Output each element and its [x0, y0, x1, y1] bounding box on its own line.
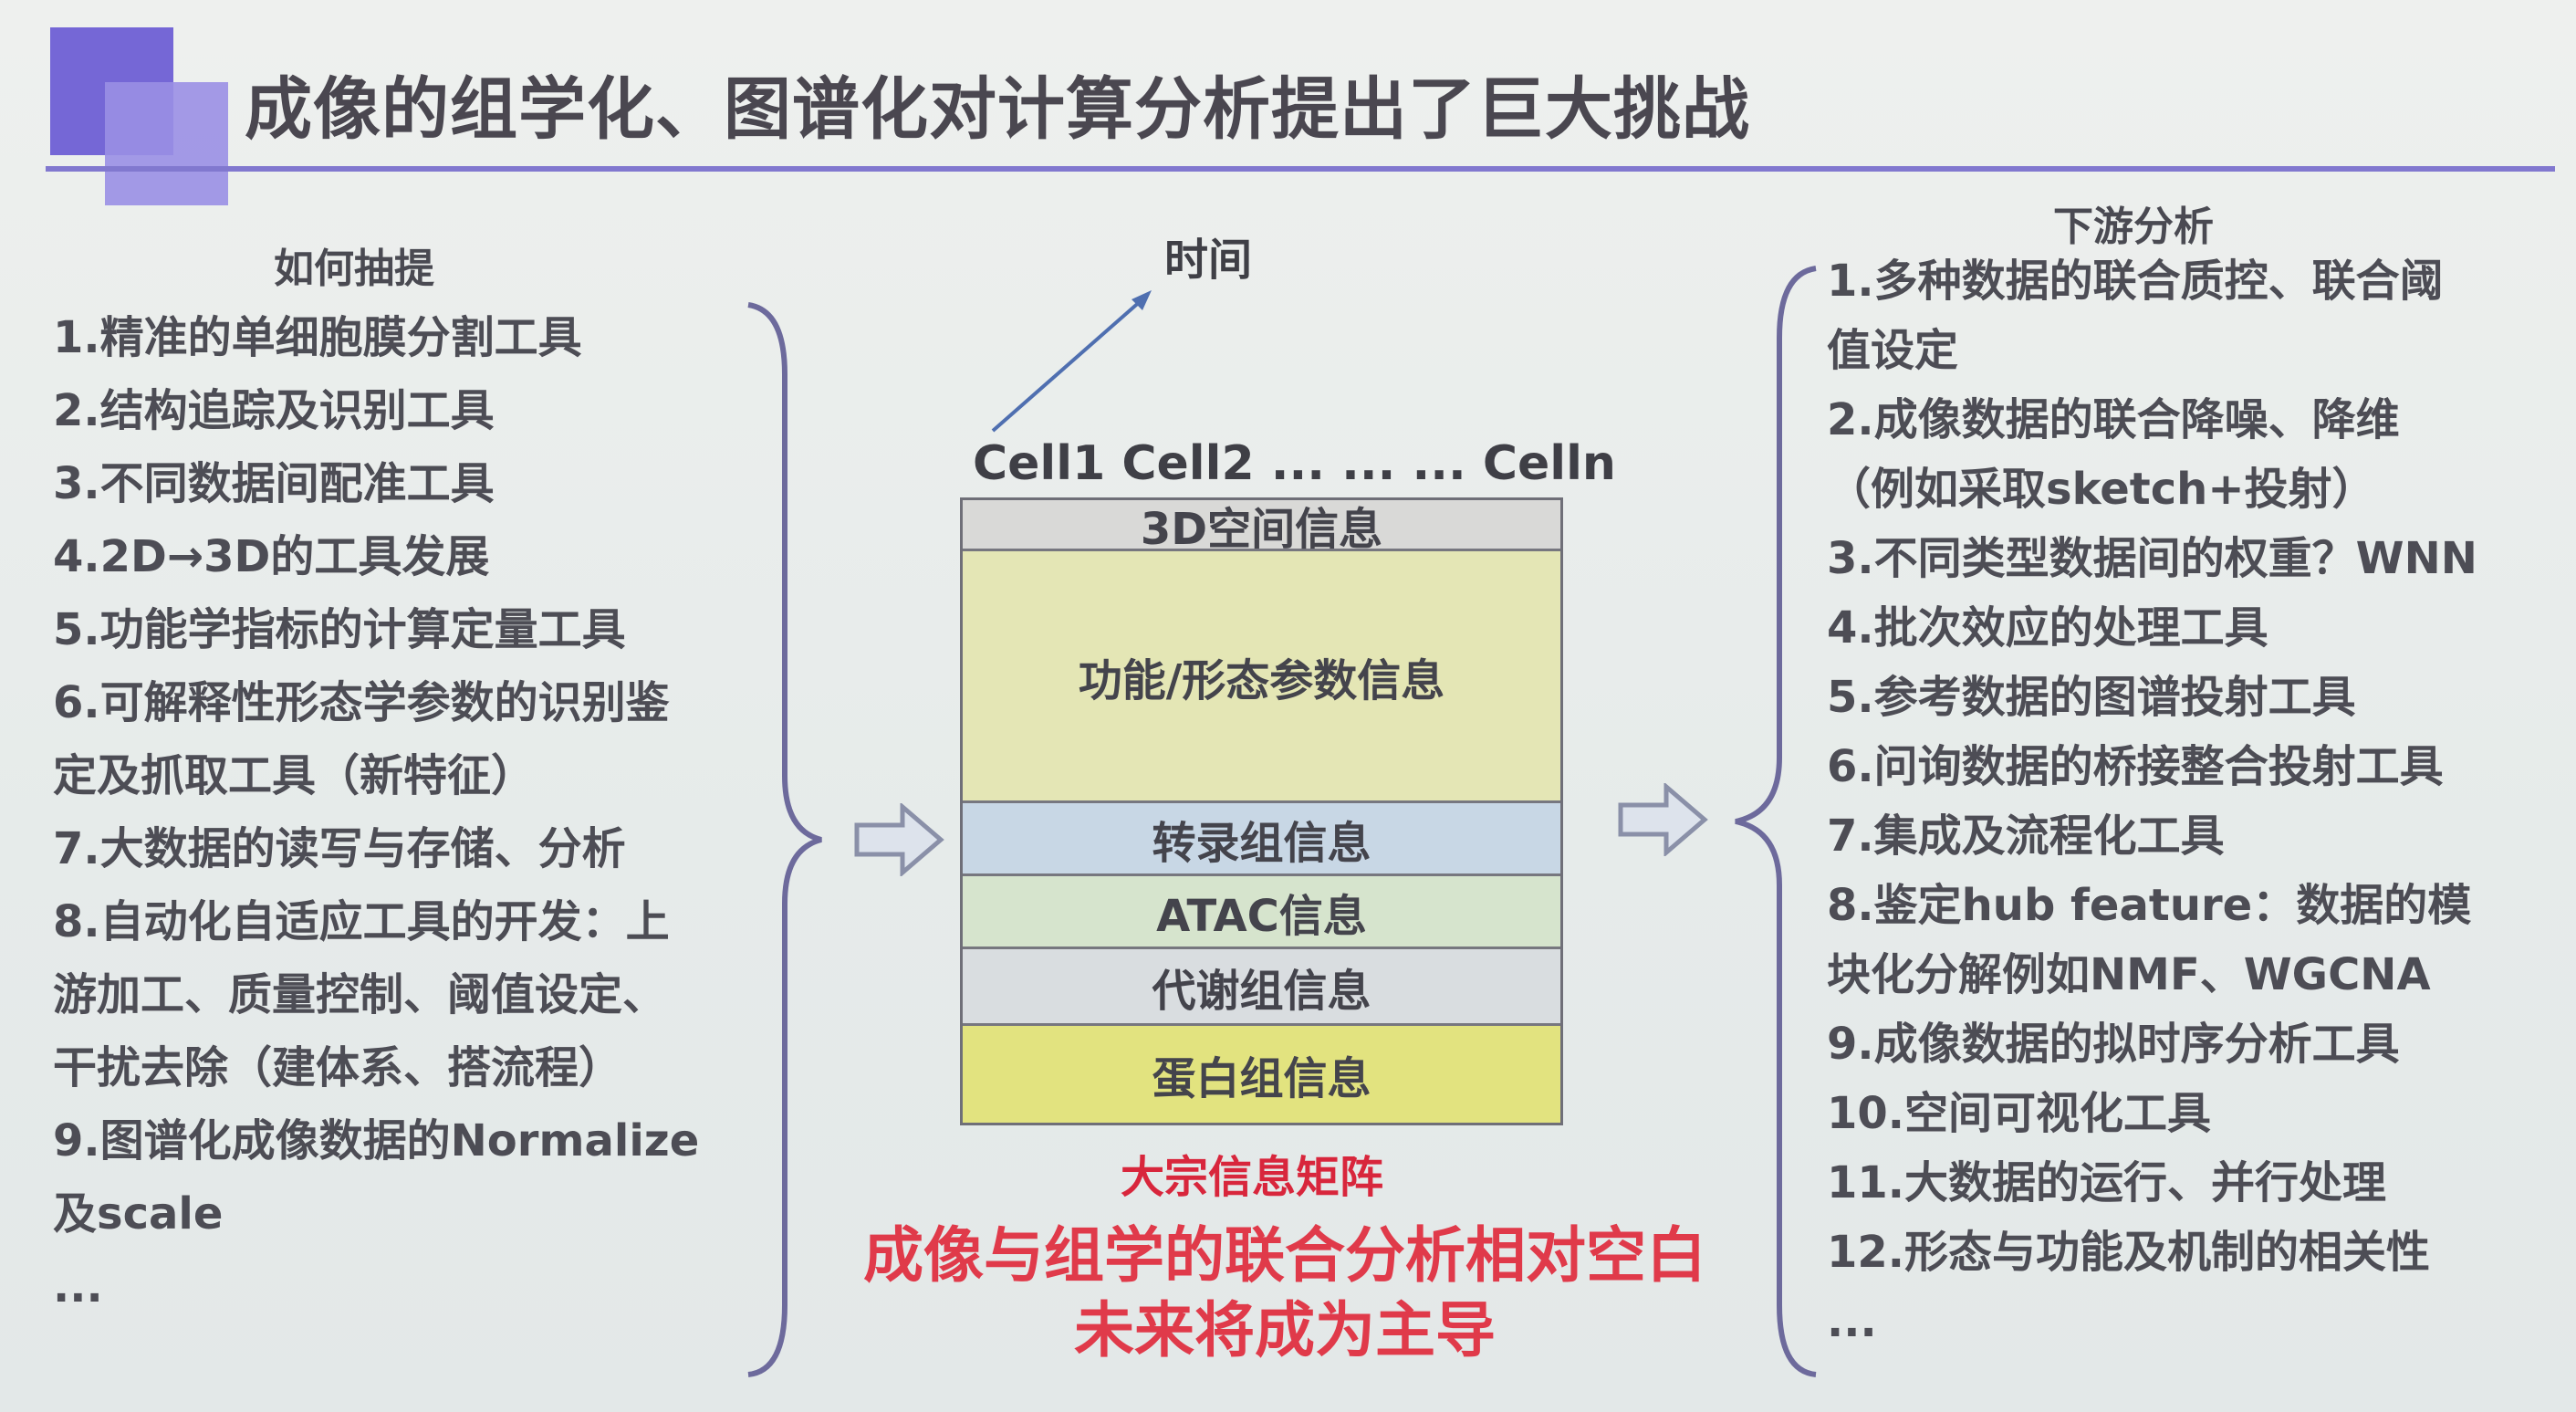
list-item: 1.多种数据的联合质控、联合阈: [1827, 256, 2444, 307]
list-item: 干扰去除（建体系、搭流程）: [53, 1042, 623, 1093]
left-heading: 如何抽提: [274, 246, 434, 292]
highlight-text: 成像与组学的联合分析相对空白 未来将成为主导: [838, 1219, 1732, 1368]
matrix-row-function-morphology: 功能/形态参数信息: [963, 551, 1560, 803]
list-item: 1.精准的单细胞膜分割工具: [53, 312, 582, 363]
left-brace-icon: [747, 302, 822, 1377]
time-axis-arrow-icon: [991, 290, 1152, 433]
list-item: 3.不同数据间配准工具: [53, 458, 495, 509]
matrix-row-proteome: 蛋白组信息: [963, 1026, 1560, 1123]
list-item: 块化分解例如NMF、WGCNA: [1827, 949, 2431, 1000]
title-decoration-square: [105, 82, 228, 205]
list-item: 7.集成及流程化工具: [1827, 811, 2225, 862]
list-item: 10.空间可视化工具: [1827, 1088, 2212, 1139]
cells-label: Cell1 Cell2 ... ... ... Celln: [973, 436, 1616, 491]
list-item: （例如采取sketch+投射）: [1827, 464, 2376, 515]
highlight-line: 成像与组学的联合分析相对空白: [863, 1220, 1706, 1291]
matrix-row-transcriptome: 转录组信息: [963, 803, 1560, 876]
slide-title: 成像的组学化、图谱化对计算分析提出了巨大挑战: [245, 70, 1750, 149]
time-axis-label: 时间: [1164, 235, 1253, 286]
list-item: 游加工、质量控制、阈值设定、: [53, 969, 667, 1020]
right-arrow-icon: [854, 803, 944, 876]
list-item: 3.不同类型数据间的权重？WNN: [1827, 533, 2477, 584]
list-item: 5.功能学指标的计算定量工具: [53, 604, 626, 655]
list-item: 8.自动化自适应工具的开发：上: [53, 896, 670, 947]
list-item: 12.形态与功能及机制的相关性: [1827, 1227, 2431, 1278]
list-item: 11.大数据的运行、并行处理: [1827, 1157, 2387, 1208]
list-item: ...: [1827, 1296, 1877, 1347]
list-item: 及scale: [53, 1188, 224, 1239]
matrix-caption: 大宗信息矩阵: [1121, 1152, 1384, 1203]
right-arrow-icon: [1618, 783, 1708, 856]
right-heading: 下游分析: [2053, 204, 2214, 250]
right-list: 1.多种数据的联合质控、联合阈 值设定 2.成像数据的联合降噪、降维 （例如采取…: [1827, 246, 2477, 1356]
list-item: 4.2D→3D的工具发展: [53, 531, 490, 582]
matrix-row-atac: ATAC信息: [963, 876, 1560, 949]
left-list: 1.精准的单细胞膜分割工具 2.结构追踪及识别工具 3.不同数据间配准工具 4.…: [53, 301, 699, 1323]
list-item: 9.成像数据的拟时序分析工具: [1827, 1019, 2400, 1070]
list-item: 6.可解释性形态学参数的识别鉴: [53, 677, 670, 728]
right-brace-icon: [1735, 266, 1817, 1377]
matrix-row-metabolome: 代谢组信息: [963, 949, 1560, 1026]
list-item: 7.大数据的读写与存储、分析: [53, 823, 626, 874]
list-item: 值设定: [1827, 325, 1959, 376]
list-item: 4.批次效应的处理工具: [1827, 602, 2268, 654]
list-item: ...: [53, 1261, 103, 1313]
list-item: 6.问询数据的桥接整合投射工具: [1827, 741, 2444, 792]
matrix-row-3d-spatial: 3D空间信息: [963, 500, 1560, 555]
list-item: 9.图谱化成像数据的Normalize: [53, 1115, 700, 1166]
list-item: 8.鉴定hub feature：数据的模: [1827, 880, 2472, 931]
info-matrix: 3D空间信息 功能/形态参数信息 转录组信息 ATAC信息 代谢组信息 蛋白组信…: [960, 497, 1563, 1125]
list-item: 2.结构追踪及识别工具: [53, 385, 495, 436]
title-underline: [46, 166, 2555, 172]
list-item: 定及抓取工具（新特征）: [53, 750, 536, 801]
highlight-line: 未来将成为主导: [1074, 1295, 1496, 1365]
list-item: 5.参考数据的图谱投射工具: [1827, 672, 2356, 723]
list-item: 2.成像数据的联合降噪、降维: [1827, 394, 2400, 445]
